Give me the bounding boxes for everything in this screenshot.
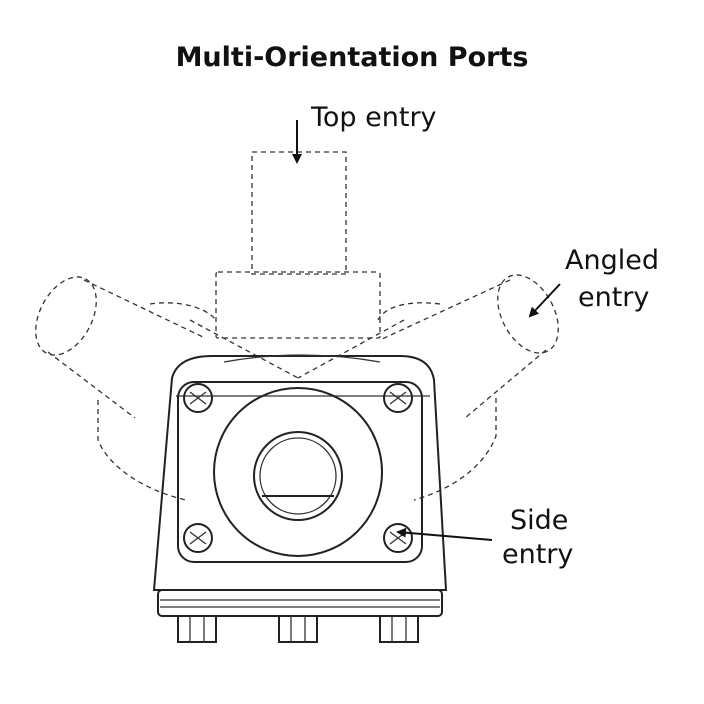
front-plate [177, 381, 423, 563]
angled-entry-label-line1: Angled [565, 245, 659, 276]
screw-bottom-left [183, 523, 213, 553]
left-angled-pipe [35, 276, 217, 501]
top-entry-label: Top entry [311, 102, 437, 133]
side-entry-label-line1: Side [510, 505, 569, 536]
side-entry-label-line2: entry [502, 539, 574, 570]
screw-top-right [383, 383, 413, 413]
screw-top-left [183, 383, 213, 413]
port-body [152, 354, 448, 617]
diagram-title: Multi-Orientation Ports [175, 42, 529, 73]
angled-entry-arrow [528, 283, 561, 318]
right-angled-pipe [377, 274, 559, 501]
side-entry-arrow [396, 527, 493, 541]
screw-bottom-right [383, 523, 413, 553]
angled-entry-label-line2: entry [578, 282, 650, 313]
top-entry-pipe [215, 151, 381, 339]
converging-dashed-lines [189, 319, 405, 379]
bottom-nuts [177, 615, 419, 643]
